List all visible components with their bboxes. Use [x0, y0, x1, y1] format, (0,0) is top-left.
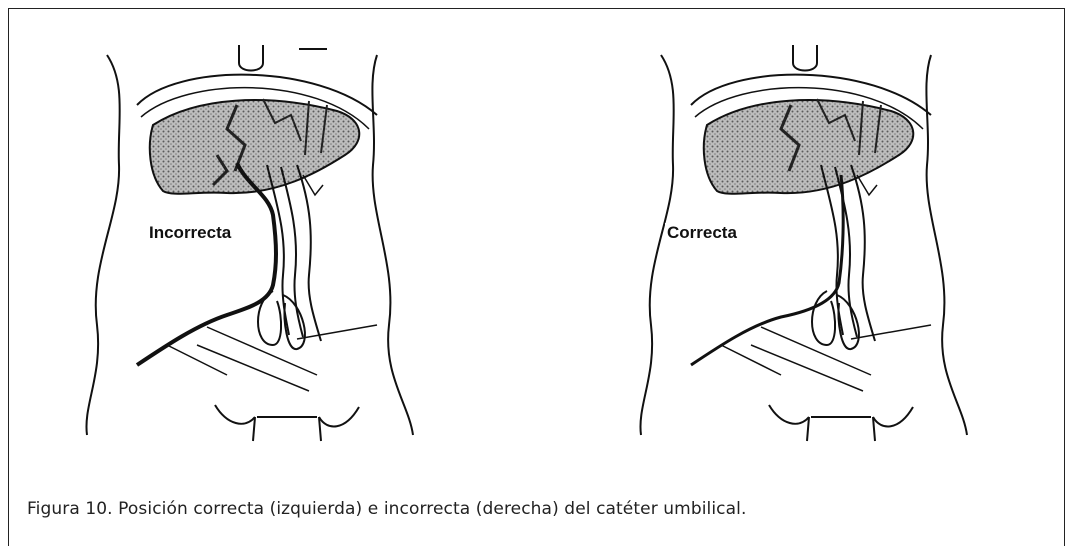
panel-label-incorrect: Incorrecta: [147, 223, 233, 243]
torso-illustration-correct: [631, 45, 991, 445]
torso-illustration-incorrect: [77, 45, 437, 445]
diagram-panel-incorrect: [77, 45, 437, 445]
panel-label-correct: Correcta: [665, 223, 739, 243]
figure-frame: Incorrecta: [8, 8, 1065, 546]
figure-caption: Figura 10. Posición correcta (izquierda)…: [27, 499, 746, 519]
diagram-panel-correct: [631, 45, 991, 445]
